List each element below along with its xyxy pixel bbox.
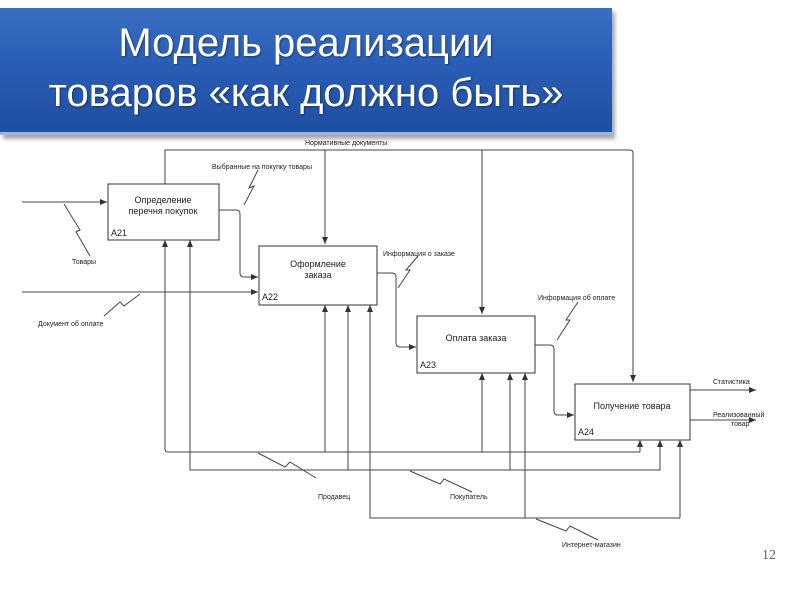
squiggle-goods	[63, 203, 91, 257]
slide-title-line-1: Модель реализации	[118, 21, 494, 65]
label-payment-info: Информация об оплате	[538, 294, 615, 302]
flow-arrow-payment-info	[535, 344, 574, 418]
box-a23-title: Оплата заказа	[446, 333, 507, 343]
mech-arrow-online-a22	[367, 305, 680, 519]
label-normative-docs: Нормативные документы	[305, 140, 387, 147]
activity-box-a21[interactable]: Определение перечня покупок A21	[107, 183, 220, 241]
box-a21-title-line-2: перечня покупок	[129, 206, 198, 216]
mech-arrow-seller-a21	[162, 240, 640, 453]
squiggle-buyer	[409, 470, 473, 493]
box-a22-title-line-1: Оформление	[290, 259, 346, 269]
squiggle-payment-doc	[103, 293, 141, 317]
squiggle-seller	[257, 452, 317, 479]
squiggle-order-info	[397, 255, 419, 289]
label-statistics: Статистика	[713, 379, 750, 386]
box-a22-title-line-2: заказа	[304, 270, 331, 280]
squiggle-selected-goods	[243, 169, 259, 206]
label-selected-goods: Выбранные на покупку товары	[212, 163, 312, 171]
slide-title-line-2: товаров «как должно быть»	[48, 71, 564, 115]
squiggle-online-store	[535, 518, 599, 541]
box-a24-id: A24	[578, 427, 594, 437]
box-a23-id: A23	[420, 360, 436, 370]
activity-box-a24[interactable]: Получение товара A24	[574, 383, 691, 441]
title-banner	[0, 8, 612, 135]
mech-arrow-buyer-a21	[187, 240, 660, 471]
label-seller: Продавец	[318, 494, 350, 501]
box-a21-id: A21	[111, 228, 127, 238]
box-a24-title: Получение товара	[594, 401, 671, 411]
activity-box-a23[interactable]: Оплата заказа A23	[416, 315, 536, 374]
label-goods: Товары	[72, 259, 96, 266]
slide-title: Модель реализации товаров «как должно бы…	[0, 18, 612, 118]
control-arrow-normative-a24	[482, 149, 636, 382]
label-online-store: Интернет-магазин	[562, 542, 621, 549]
squiggle-payment-info	[556, 301, 579, 341]
box-a22-id: A22	[262, 292, 278, 302]
box-a21-title-line-1: Определение	[135, 195, 192, 205]
label-sold-goods-line-1: Реализованный	[713, 411, 764, 419]
label-order-info: Информация о заказе	[383, 251, 455, 258]
control-arrow-normative-a22	[164, 149, 328, 244]
activity-box-a22[interactable]: Оформление заказа A22	[258, 245, 378, 306]
label-buyer: Покупатель	[450, 494, 488, 501]
page-number: 12	[762, 548, 776, 563]
flow-arrow-selected-goods	[219, 209, 258, 280]
label-sold-goods-line-2: товар	[731, 421, 750, 428]
flow-arrow-order-info	[377, 272, 416, 350]
label-payment-doc: Документ об оплате	[38, 320, 103, 328]
